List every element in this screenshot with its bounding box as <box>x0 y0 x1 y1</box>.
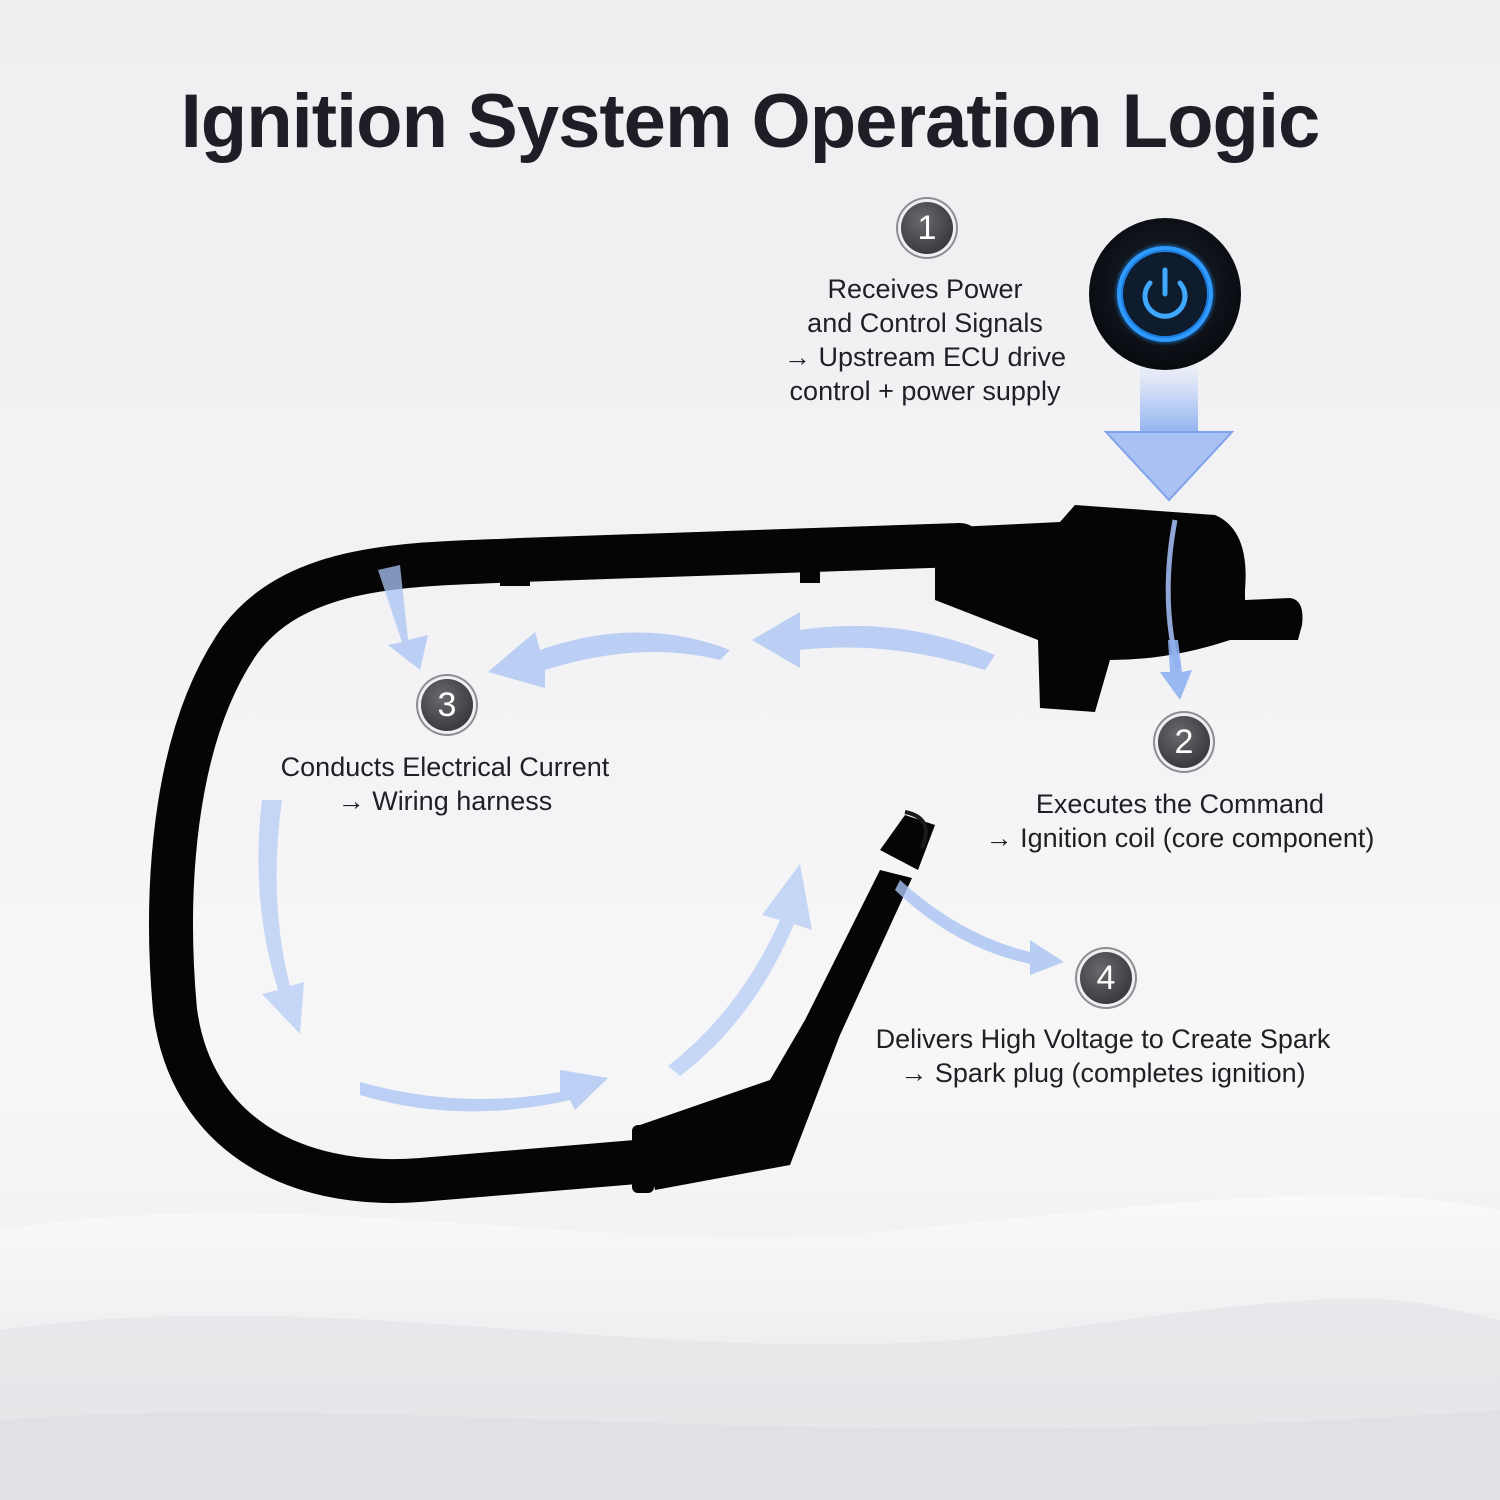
step-3-line: Conducts Electrical Current <box>280 752 610 782</box>
step-1-line: and Control Signals <box>807 308 1043 338</box>
step-3-number-badge: 3 <box>421 679 473 731</box>
step-1-line: Receives Power <box>827 274 1023 304</box>
step-4-caption: Delivers High Voltage to Create Spark → … <box>840 1022 1366 1090</box>
step-4-line: Delivers High Voltage to Create Spark <box>875 1024 1331 1054</box>
step-1-number-badge: 1 <box>901 202 953 254</box>
power-flow-arrow-icon <box>1103 360 1235 502</box>
page-title: Ignition System Operation Logic <box>180 79 1321 164</box>
background-wave <box>0 1410 1500 1500</box>
step-2-number-badge: 2 <box>1158 716 1210 768</box>
step-3-line: → Wiring harness <box>337 786 553 816</box>
power-button-icon <box>1089 218 1241 370</box>
step-1-caption: Receives Power and Control Signals → Ups… <box>740 272 1110 408</box>
step-1-line: control + power supply <box>789 376 1061 406</box>
step-2-caption: Executes the Command → Ignition coil (co… <box>960 787 1400 855</box>
step-2-line: Executes the Command <box>1035 789 1325 819</box>
spark-plug-boot <box>632 810 935 1193</box>
step-4-line: → Spark plug (completes ignition) <box>900 1058 1306 1088</box>
step-1-line: → Upstream ECU drive <box>783 342 1067 372</box>
step-3-caption: Conducts Electrical Current → Wiring har… <box>250 750 640 818</box>
flow-arrows <box>258 565 1192 1112</box>
step-2-line: → Ignition coil (core component) <box>985 823 1375 853</box>
wiring-harness-cable <box>149 523 982 1203</box>
ignition-coil <box>935 505 1303 712</box>
step-4-number-badge: 4 <box>1080 952 1132 1004</box>
